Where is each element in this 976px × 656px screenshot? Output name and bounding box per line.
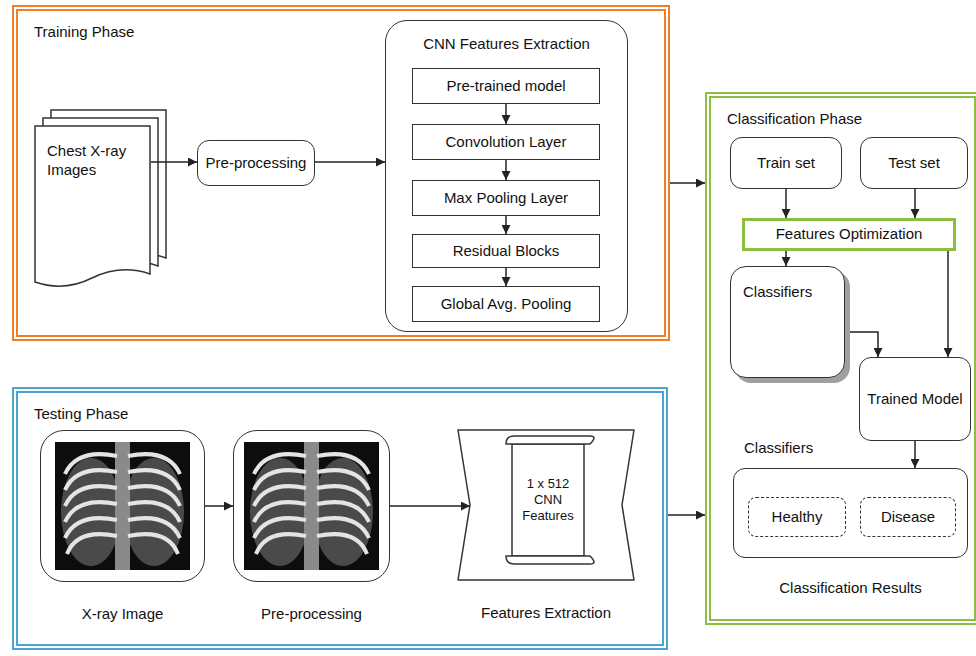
process-box: Pre-processing: [197, 140, 315, 186]
group-box: CNN Features ExtractionPre-trained model…: [385, 20, 628, 332]
flow-arrow: [151, 161, 197, 163]
flow-arrow: [947, 251, 949, 357]
process-box: Features Optimization: [742, 218, 956, 251]
node-label: Residual Blocks: [453, 242, 560, 261]
node-label: CNN Features Extraction: [386, 35, 627, 54]
node-label: Classifiers: [744, 439, 813, 458]
node-label: Trained Model: [867, 390, 962, 409]
node-label: Train set: [757, 154, 815, 173]
flow-arrow: [205, 505, 233, 507]
document-stack: Chest X-ray Images: [35, 126, 151, 276]
node-label: Features Extraction: [450, 604, 642, 623]
data-box: Test set: [860, 137, 968, 189]
flow-arrow: [505, 104, 507, 124]
classifier-box: Classifiers: [730, 266, 845, 378]
layer-box: Residual Blocks: [412, 234, 600, 268]
node-label: X-ray Image: [21, 605, 224, 624]
flow-arrow: [914, 441, 916, 468]
layer-box: Global Avg. Pooling: [412, 286, 600, 322]
node-label: Convolution Layer: [446, 133, 567, 152]
layer-box: Pre-trained model: [412, 68, 600, 104]
feature-box: Features Extraction1 x 512 CNN Features: [470, 430, 622, 580]
node-label: Pre-processing: [214, 605, 409, 624]
scroll-sheet: [512, 444, 584, 556]
phase-panel: Classification PhaseTrain set Test setFea…: [705, 92, 976, 625]
node-label: Healthy: [772, 508, 823, 527]
phase-panel: Testing PhaseX-ray ImagePre-processingFe…: [12, 387, 668, 650]
image-box: X-ray Image: [40, 430, 205, 582]
image-box: Pre-processing: [233, 430, 390, 582]
flow-arrow: [914, 189, 916, 218]
flow-arrow: [505, 268, 507, 286]
data-box: Train set: [730, 137, 842, 189]
node-label: Global Avg. Pooling: [441, 295, 572, 314]
node-label: Classification Results: [734, 579, 967, 598]
scroll-curl: [506, 436, 594, 444]
xray-image: [55, 442, 190, 570]
node-label: Disease: [881, 508, 935, 527]
flow-arrow: [390, 505, 470, 507]
node-label: Max Pooling Layer: [444, 189, 568, 208]
node-label: Training Phase: [34, 23, 134, 42]
node-label: Test set: [888, 154, 940, 173]
feature-shape: [458, 430, 634, 580]
flow-arrow: [785, 189, 787, 218]
node-label: Testing Phase: [34, 405, 128, 424]
feature-scroll: 1 x 512 CNN Features: [509, 448, 587, 552]
node-label: Chest X-ray Images: [47, 142, 139, 180]
flow-arrow: [670, 182, 705, 184]
xray-image: [244, 442, 379, 570]
flow-arrow: [845, 332, 878, 357]
scroll-curl: [506, 556, 594, 564]
flow-arrow: [505, 216, 507, 234]
class-box: Disease: [860, 497, 956, 537]
node-label: Classification Phase: [727, 110, 862, 129]
node-label: Pre-processing: [206, 154, 307, 173]
node-label: Pre-trained model: [446, 77, 565, 96]
node-label: 1 x 512 CNN Features: [513, 476, 583, 525]
class-box: Healthy: [748, 497, 846, 537]
node-label: Features Optimization: [776, 225, 923, 244]
phase-panel: Training PhaseChest X-ray Images Pre-proc…: [12, 5, 670, 341]
flow-arrow: [668, 514, 705, 516]
layer-box: Max Pooling Layer: [412, 180, 600, 216]
model-box: Trained Model: [859, 357, 971, 441]
flow-arrow: [505, 160, 507, 180]
document-page: [35, 126, 150, 286]
flow-arrow: [315, 161, 385, 163]
node-label: Classifiers: [743, 283, 832, 302]
flow-arrow: [785, 251, 787, 266]
layer-box: Convolution Layer: [412, 124, 600, 160]
result-box: ClassifiersClassification ResultsHealthy…: [733, 468, 968, 558]
